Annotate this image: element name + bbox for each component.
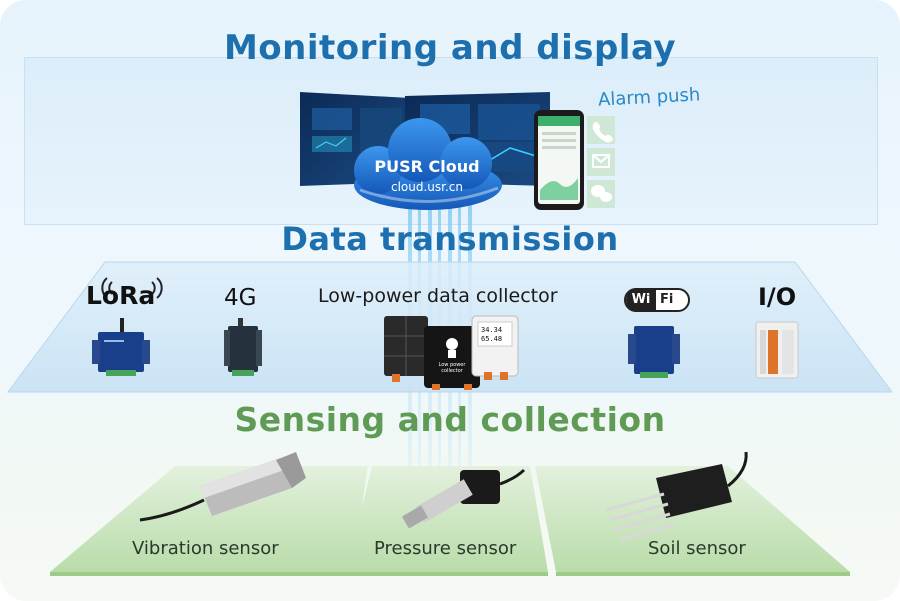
pressure-sensor-device	[401, 468, 526, 529]
collector-screen: 34.34 65.48	[481, 326, 502, 344]
collector-display	[471, 315, 519, 380]
dashboard-screens	[300, 92, 550, 186]
pressure-sensor-label: Pressure sensor	[374, 538, 517, 559]
phone-icon	[592, 122, 613, 143]
io-label: I/O	[758, 283, 797, 311]
collector-main	[424, 326, 480, 390]
cloud-name: PUSR Cloud	[374, 157, 480, 176]
pressure-platform-edge	[346, 572, 548, 576]
wifi-label: Wi Fi	[624, 288, 690, 312]
vibration-sensor-label: Vibration sensor	[132, 538, 279, 559]
vibration-sensor-device	[139, 452, 306, 522]
monitoring-layer-title: Monitoring and display	[223, 28, 677, 68]
collector-solar	[384, 316, 428, 382]
transmission-layer-title: Data transmission	[281, 220, 619, 258]
wifi-device	[628, 326, 680, 378]
wifi-label-fi: Fi	[660, 292, 674, 307]
collector-screen-line2: 65.48	[481, 335, 503, 343]
4g-device	[224, 318, 262, 376]
collector-label: Low-power data collector	[318, 285, 558, 307]
collector-brand: Low power collector	[438, 362, 466, 374]
lora-signal-icon	[101, 277, 163, 299]
smartphone	[534, 110, 584, 210]
soil-sensor-label: Soil sensor	[648, 538, 746, 559]
vibration-platform-edge	[50, 572, 352, 576]
soil-platform-edge	[556, 572, 850, 576]
io-device	[755, 321, 799, 379]
4g-label: 4G	[224, 285, 257, 311]
wifi-label-wi: Wi	[626, 288, 656, 312]
cloud-icon	[354, 118, 502, 210]
mail-icon	[592, 154, 610, 168]
lora-label: LoRa	[86, 281, 156, 310]
wechat-icon	[591, 185, 612, 202]
soil-sensor-device	[605, 451, 748, 542]
cloud-url: cloud.usr.cn	[390, 180, 464, 194]
vibration-platform	[50, 466, 368, 572]
soil-platform	[535, 466, 850, 572]
collector-screen-line1: 34.34	[481, 326, 503, 334]
lora-device	[92, 318, 150, 376]
sensing-layer-title: Sensing and collection	[234, 400, 666, 439]
